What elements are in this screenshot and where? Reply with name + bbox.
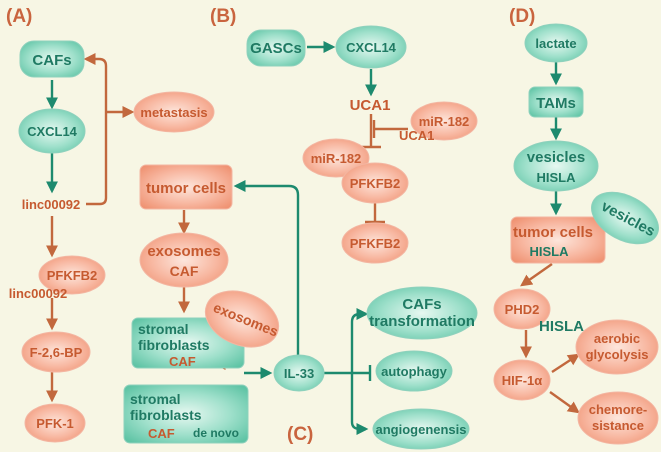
label-uca1: UCA1: [350, 97, 391, 114]
label-cxcl14-a: CXCL14: [27, 124, 78, 139]
label-chemoresistance: chemore-sistance: [589, 402, 648, 433]
node-stromal-fibroblasts-2: [123, 384, 249, 444]
node-pfkfb2-b-top: [341, 162, 409, 204]
node-gascs: [246, 29, 306, 67]
panel-label-c: (C): [287, 424, 313, 445]
cafs-transformation-line1: CAFs: [402, 296, 441, 313]
node-tams: [528, 86, 584, 118]
node-cafs: [19, 40, 85, 78]
node-tumor-cells-c: [139, 164, 233, 210]
node-angiogenesis: [372, 408, 470, 450]
edge-il33-tumor: [233, 180, 300, 356]
node-cxcl14-a: [18, 108, 86, 154]
stromal-1-line1: stromal: [138, 321, 189, 337]
stromal-2-line2: fibroblasts: [130, 407, 202, 423]
label-f26bp: F-2,6-BP: [30, 345, 83, 360]
node-autophagy: [375, 350, 453, 392]
node-phd2: [493, 288, 551, 330]
label-phd2: PHD2: [505, 302, 540, 317]
label-cafs: CAFs: [32, 52, 71, 69]
label-vesicles: vesicles: [527, 149, 585, 166]
label-pfkfb2-b-bottom: PFKFB2: [350, 236, 401, 251]
node-pfk1: [24, 403, 86, 443]
label-cxcl14-b: CXCL14: [346, 40, 397, 55]
node-pfkfb2-a: [38, 255, 106, 295]
panel-b: GASCs CXCL14 UCA1 miR-182 UCA1 miR-182 P…: [246, 25, 478, 264]
stromal-1-line2: fibroblasts: [138, 337, 210, 353]
edge-il33-cafs-transformation: [350, 308, 369, 373]
edge-linc-cafs-feedback: [83, 53, 108, 206]
label-hisla-2: HISLA: [530, 244, 570, 259]
node-hif1a: [493, 359, 551, 401]
glycolysis-line2: glycolysis: [586, 347, 649, 362]
label-caf-small: CAF: [169, 354, 196, 369]
label-pfkfb2-b-top: PFKFB2: [350, 176, 401, 191]
chemo-line2: sistance: [592, 418, 644, 433]
label-mir182-right: miR-182: [419, 114, 470, 129]
label-tumor-cells-d: tumor cells: [513, 224, 593, 241]
node-exosomes-small: [204, 290, 280, 348]
label-hisla-3: HISLA: [539, 318, 584, 335]
node-il33: [273, 354, 325, 392]
node-vesicles-2: [591, 191, 659, 245]
cafs-transformation-line2: transformation: [369, 313, 475, 330]
label-autophagy: autophagy: [381, 364, 447, 379]
panel-a: CAFs CXCL14 linc00092 metastasis PFKFB2 …: [9, 40, 215, 443]
node-cxcl14-b: [335, 25, 407, 69]
label-caf-2: CAF: [148, 426, 175, 441]
label-tumor-cells-c: tumor cells: [146, 180, 226, 197]
node-metastasis: [133, 91, 215, 133]
label-de-novo: de novo: [193, 426, 239, 440]
label-il33: IL-33: [284, 366, 314, 381]
panel-label-a: (A): [6, 6, 32, 27]
label-pfkfb2-a: PFKFB2: [47, 268, 98, 283]
node-mir182-left: [302, 138, 370, 178]
label-uca1-small: UCA1: [399, 128, 434, 143]
label-linc00092: linc00092: [22, 197, 81, 212]
label-tams: TAMs: [536, 95, 576, 112]
node-lactate: [524, 23, 588, 63]
label-hisla: HISLA: [537, 170, 577, 185]
label-metastasis: metastasis: [140, 105, 207, 120]
label-angiogenesis: angiogenensis: [375, 422, 466, 437]
node-mir182-right: [410, 101, 478, 141]
label-lactate: lactate: [535, 36, 576, 51]
edge-il33-angiogenesis: [350, 373, 369, 435]
panel-d: lactate TAMs vesicles HISLA tumor cells …: [493, 23, 659, 445]
edge-hif1a-chemoresistance: [549, 391, 580, 414]
panel-label-d: (D): [509, 6, 535, 27]
label-pfk1: PFK-1: [36, 416, 74, 431]
node-aerobic-glycolysis: [575, 319, 659, 375]
label-caf-exosomes: CAF: [170, 263, 199, 279]
node-cafs-transformation: [366, 286, 478, 340]
label-hif1a: HIF-1α: [502, 373, 543, 388]
edge-tumor-phd2: [520, 263, 553, 287]
node-vesicles: [513, 140, 599, 192]
label-mir182-left: miR-182: [311, 151, 362, 166]
node-tumor-cells-d: [510, 216, 606, 264]
edge-hif1a-glycolysis: [551, 353, 581, 374]
chemo-line1: chemore-: [589, 402, 648, 417]
node-pfkfb2-b-bottom: [341, 222, 409, 264]
node-f26bp: [21, 331, 91, 373]
glycolysis-line1: aerobic: [594, 331, 640, 346]
label-exosomes: exosomes: [147, 243, 220, 260]
label-linc00092-bound: linc00092: [9, 286, 68, 301]
node-exosomes: [139, 232, 229, 288]
node-chemoresistance: [577, 391, 659, 445]
label-gascs: GASCs: [250, 40, 302, 57]
panel-label-b: (B): [210, 6, 236, 27]
stromal-2-line1: stromal: [130, 391, 181, 407]
